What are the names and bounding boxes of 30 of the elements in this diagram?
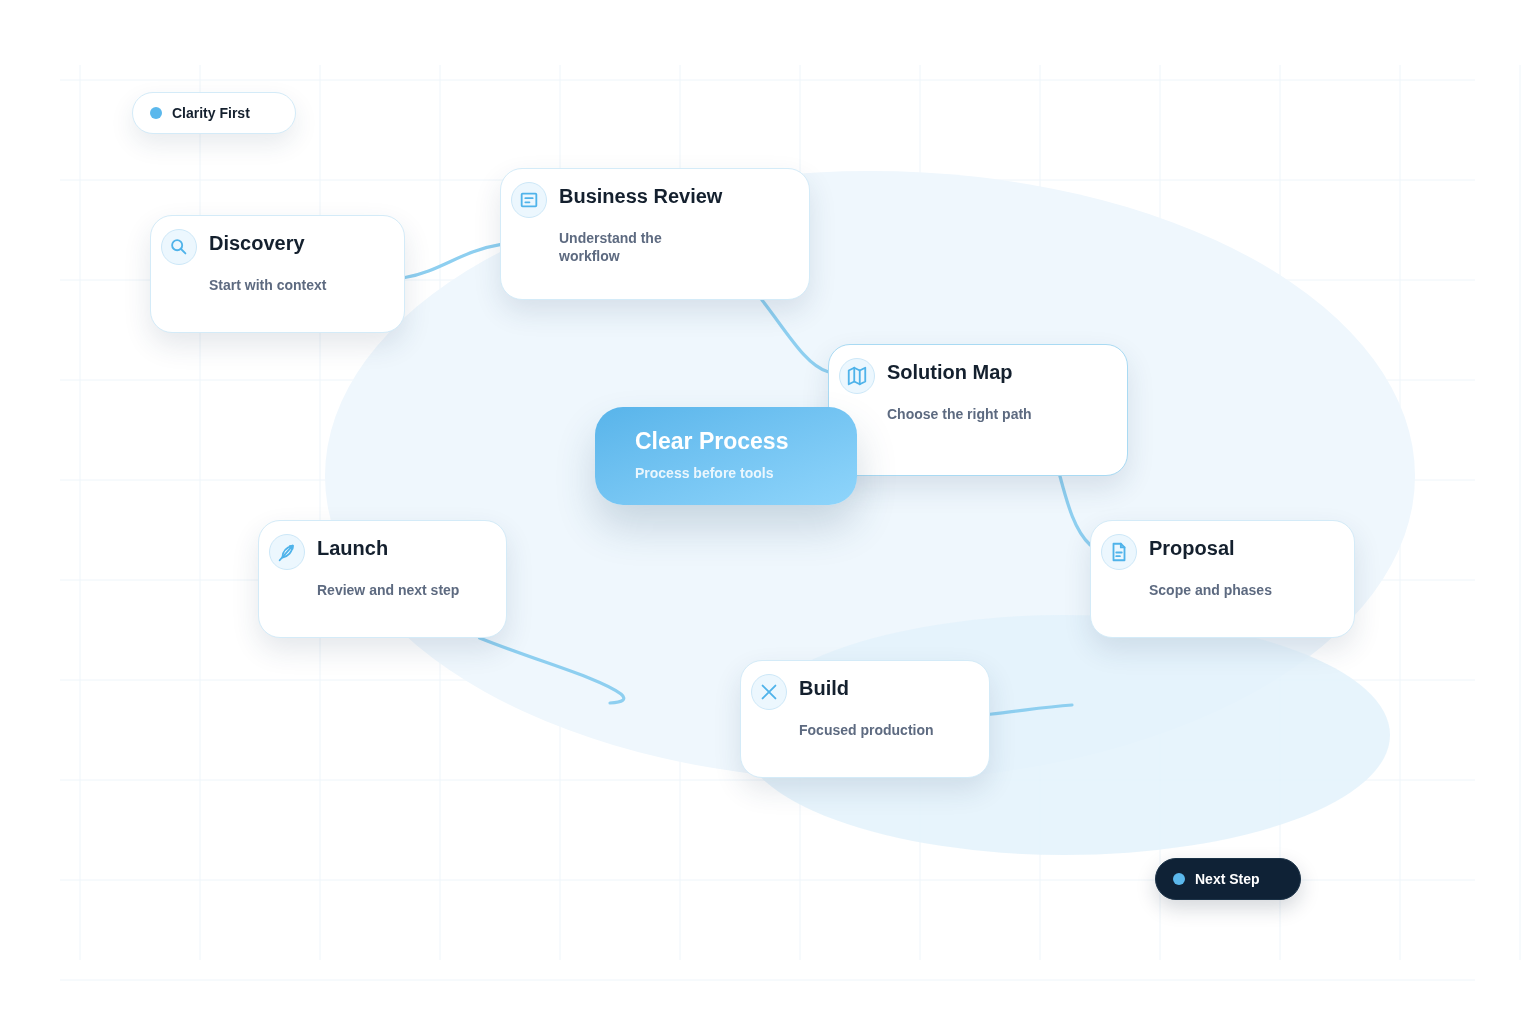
connector-line: [478, 636, 626, 705]
step-card: [258, 520, 507, 638]
card-subtitle: Process before tools: [635, 464, 774, 482]
step-card: [828, 344, 1128, 476]
action-pill: [1155, 858, 1301, 900]
card-subtitle: Choose the right path: [887, 405, 1032, 423]
highlight-card: [595, 407, 857, 505]
step-card: [740, 660, 990, 778]
step-card: [1090, 520, 1355, 638]
card-subtitle: Review and next step: [317, 581, 460, 599]
card-title: Launch: [317, 536, 389, 560]
connector-line: [760, 298, 830, 374]
card-title: Clear Process: [635, 427, 789, 455]
card-subtitle: Start with context: [209, 276, 327, 294]
card-subtitle: Focused production: [799, 721, 934, 739]
connector-line: [403, 242, 502, 280]
card-title: Business Review: [559, 184, 723, 208]
card-subtitle: Understand the workflow: [559, 229, 663, 265]
step-card: [500, 168, 810, 300]
tag-pill: [132, 92, 296, 134]
connector-line: [1058, 474, 1092, 547]
connector-line: [988, 703, 1074, 716]
card-title: Build: [799, 676, 849, 700]
card-subtitle: Scope and phases: [1149, 581, 1272, 599]
pill-label: Next Step: [1195, 870, 1260, 888]
pill-label: Clarity First: [172, 104, 250, 122]
card-title: Solution Map: [887, 360, 1013, 384]
card-title: Discovery: [209, 231, 305, 255]
step-card: [150, 215, 405, 333]
card-title: Proposal: [1149, 536, 1235, 560]
